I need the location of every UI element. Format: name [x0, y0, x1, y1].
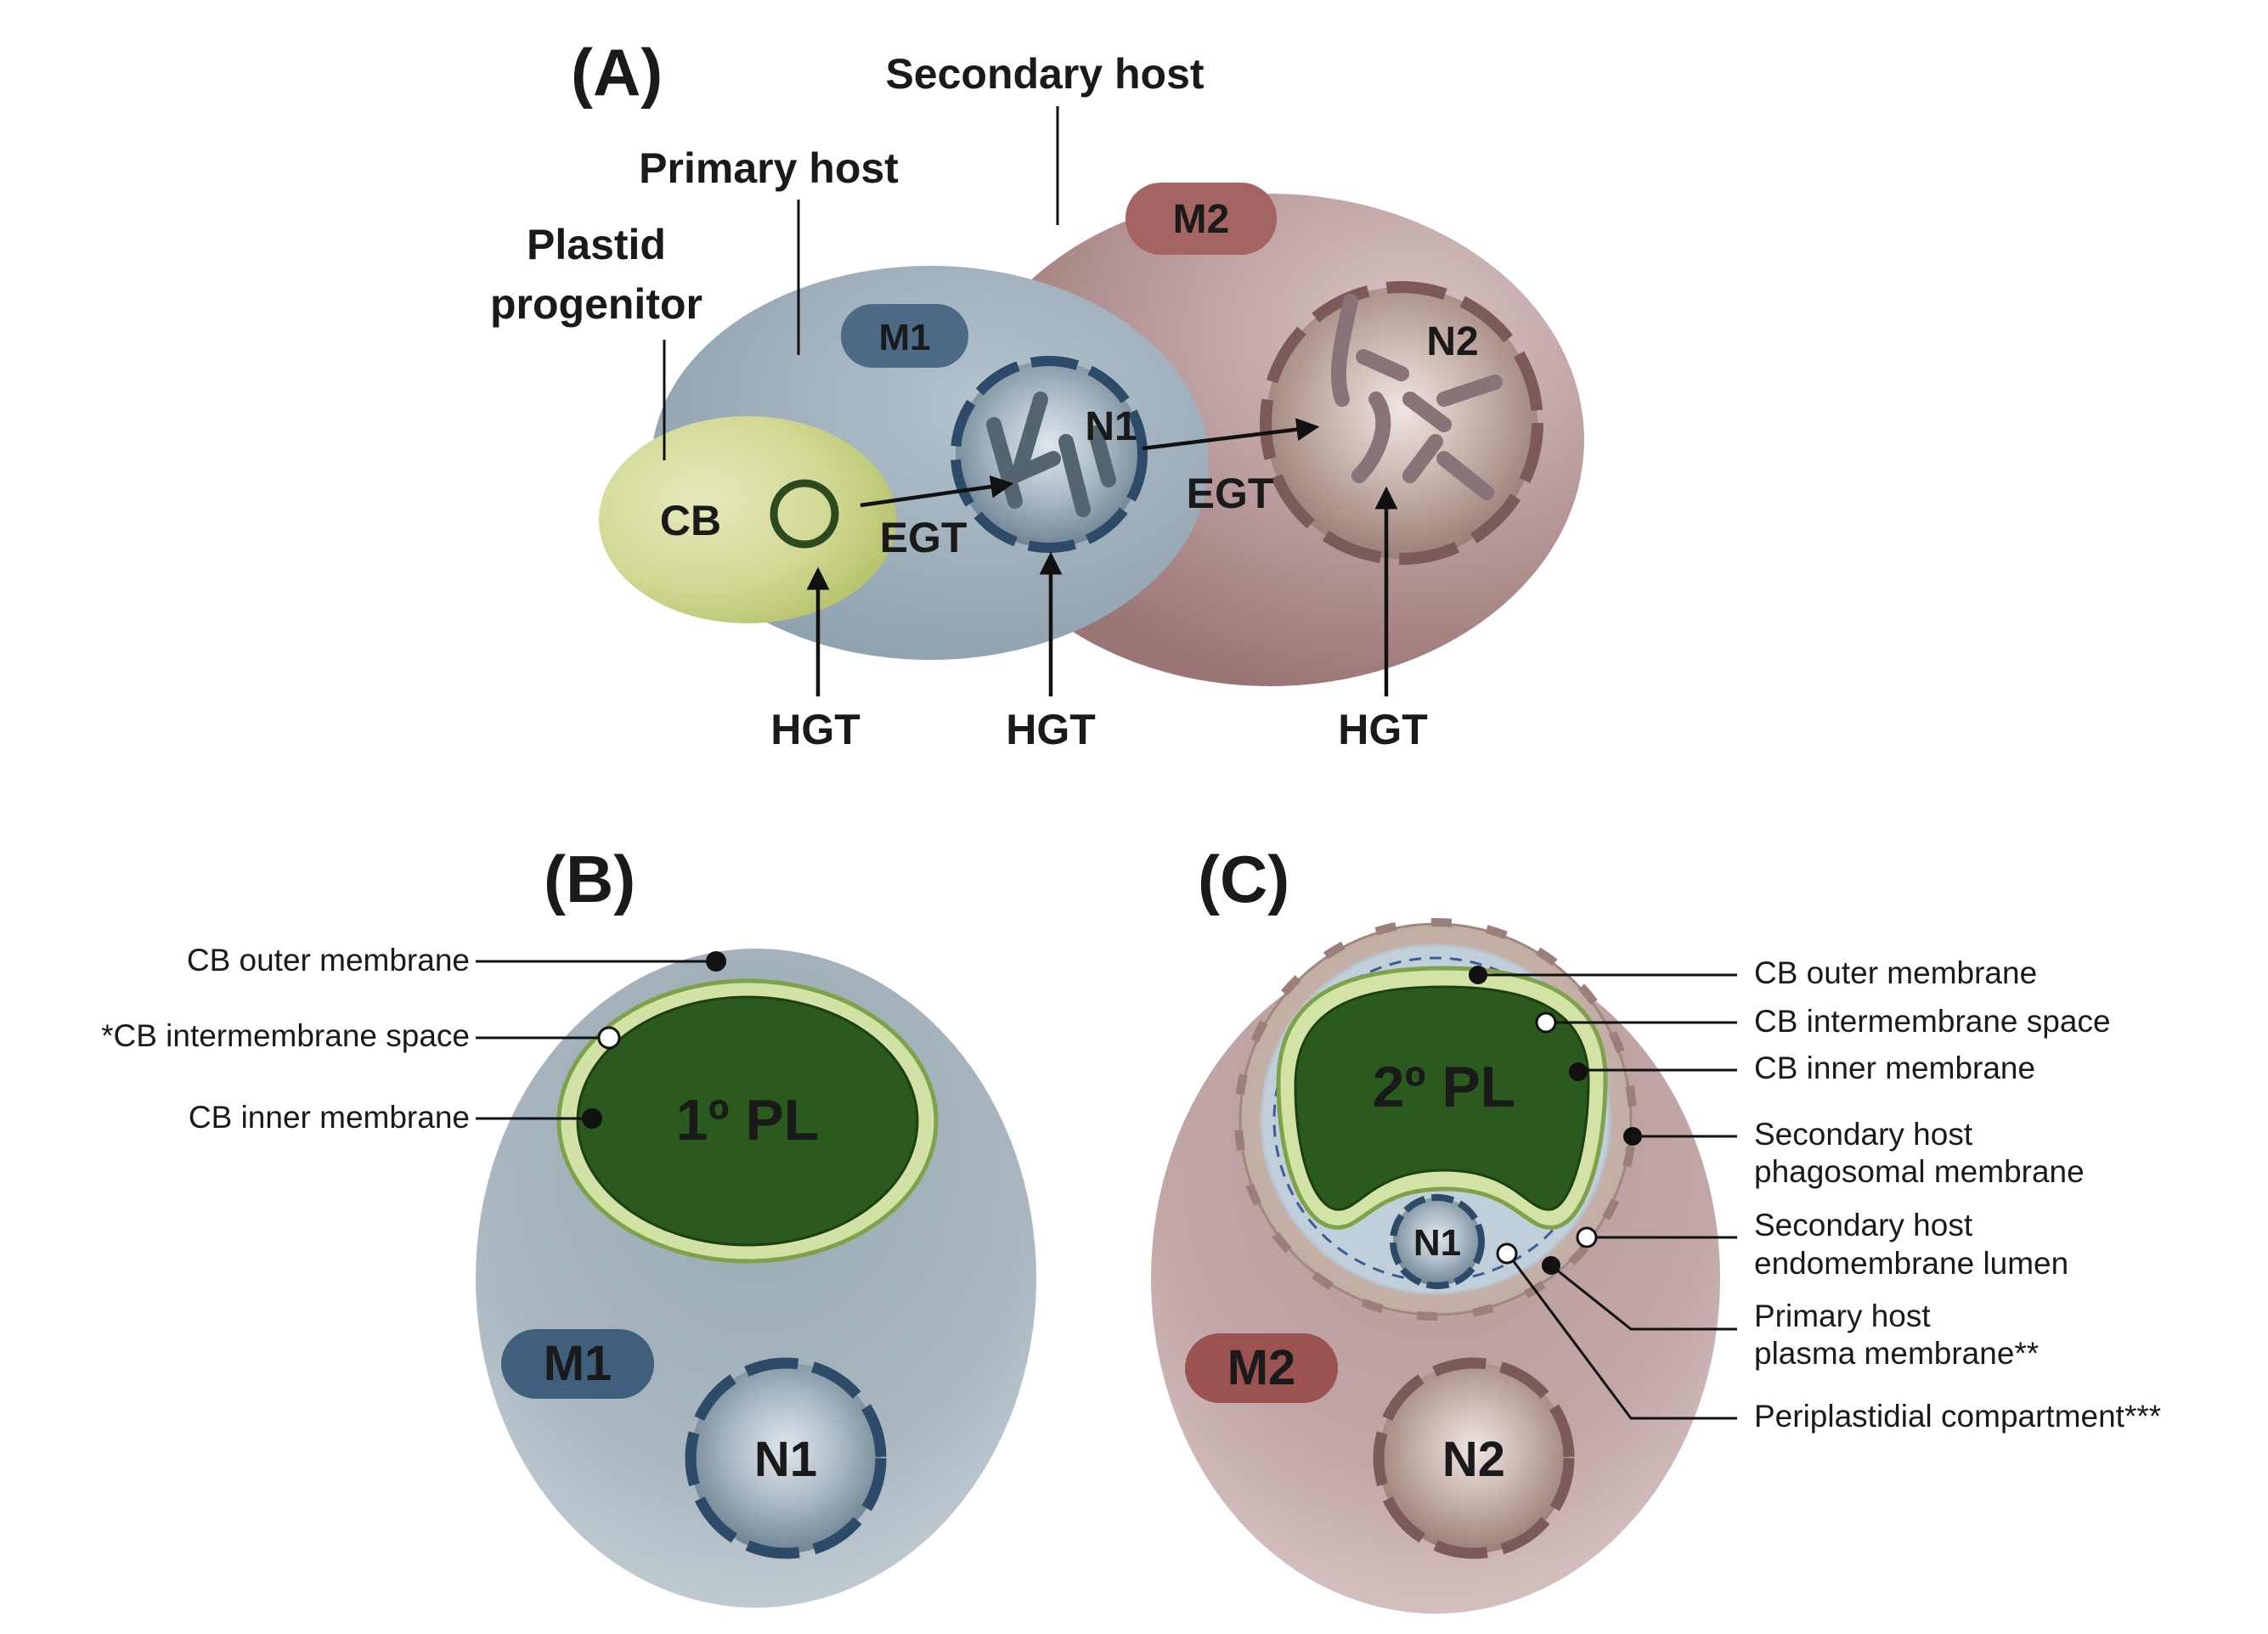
- n1-nucleus-b: [685, 1357, 887, 1559]
- callout-c-plasma-text-2: plasma membrane**: [1754, 1336, 2039, 1371]
- panel-b-label: (B): [544, 842, 635, 916]
- hgt-label-1: HGT: [770, 706, 860, 753]
- n2-chromosomes: [1330, 294, 1503, 500]
- n2-label-c: N2: [1442, 1432, 1505, 1487]
- panel-a: (A) M2 M1 N1: [490, 35, 1584, 753]
- callout-c-phagosomal-text-2: phagosomal membrane: [1754, 1154, 2085, 1189]
- m2-badge-a: [1126, 183, 1277, 255]
- m2-label-a: M2: [1173, 197, 1230, 242]
- m2-badge-c: [1185, 1333, 1338, 1403]
- egt-label-2: EGT: [1187, 470, 1274, 517]
- egt-arrow-cb-to-n1: [860, 475, 1014, 508]
- n1-label-b: N1: [754, 1432, 817, 1487]
- n2-nucleus-a: [1260, 281, 1543, 565]
- callout-c-endomembrane-dot: [1576, 1226, 1598, 1248]
- m1-badge-b: [501, 1329, 654, 1399]
- n1-nucleomorph-c: [1390, 1194, 1485, 1289]
- callout-c-periplastidial-text: Periplastidial compartment***: [1754, 1399, 2161, 1434]
- panel-c: (C) 2º PL N1 M2 N2 CB outer membrane CB …: [1151, 842, 2161, 1614]
- primary-plastid: [576, 995, 919, 1247]
- egt-arrow-n1-to-n2: [1142, 418, 1320, 451]
- m1-badge-a: [841, 304, 968, 368]
- panel-a-label: (A): [571, 35, 663, 110]
- phagosome-bumps: [1234, 918, 1637, 1321]
- n1-label-a: N1: [1085, 404, 1137, 449]
- n1-chromosomes: [986, 392, 1116, 517]
- callout-c-outer-text: CB outer membrane: [1754, 955, 2037, 990]
- panel-b: (B) 1º PL M1 N1 CB outer membrane *CB in…: [101, 842, 1036, 1608]
- callout-c-phagosomal-dot: [1623, 1127, 1642, 1146]
- m2-label-c: M2: [1227, 1340, 1296, 1395]
- n1-label-c: N1: [1413, 1222, 1461, 1264]
- callout-c-endomembrane-text-2: endomembrane lumen: [1754, 1246, 2068, 1281]
- cb-genome-ring: [770, 479, 839, 549]
- primary-host-label: Primary host: [639, 144, 899, 192]
- callout-c-endomembrane-text-1: Secondary host: [1754, 1208, 1973, 1242]
- secondary-plastid: [1294, 985, 1590, 1211]
- hgt-label-3: HGT: [1338, 706, 1428, 753]
- primary-plastid-label: 1º PL: [676, 1088, 819, 1152]
- callout-b-inner-text: CB inner membrane: [189, 1100, 470, 1135]
- callout-b-outer-text: CB outer membrane: [187, 943, 470, 978]
- plastid-progenitor-label-line2: progenitor: [490, 280, 702, 328]
- callout-c-periplastidial-dot: [1496, 1242, 1518, 1265]
- panel-c-label: (C): [1198, 842, 1289, 916]
- callout-c-intermembrane-dot: [1535, 1011, 1557, 1034]
- plastid-progenitor-cell: [599, 416, 896, 623]
- callout-b-inner-dot: [582, 1108, 602, 1129]
- callout-c-plasma-text-1: Primary host: [1754, 1299, 1931, 1333]
- plastid-progenitor-label-line1: Plastid: [527, 221, 666, 268]
- egt-label-1: EGT: [880, 514, 968, 561]
- n2-label-a: N2: [1426, 319, 1478, 364]
- secondary-host-label: Secondary host: [885, 50, 1204, 98]
- callout-c-plasma-line: [1550, 1264, 1737, 1331]
- callout-c-phagosomal-text-1: Secondary host: [1754, 1117, 1973, 1152]
- callout-c-periplastidial-line: [1509, 1256, 1737, 1420]
- callout-b-intermembrane-text: *CB intermembrane space: [101, 1018, 470, 1053]
- callout-b-intermembrane-dot: [597, 1026, 621, 1050]
- cb-label-a: CB: [660, 497, 721, 544]
- m1-label-b: M1: [544, 1336, 612, 1391]
- hgt-label-2: HGT: [1006, 706, 1096, 753]
- callout-c-intermembrane-text: CB intermembrane space: [1754, 1004, 2111, 1039]
- callout-c-inner-dot: [1569, 1062, 1588, 1081]
- callout-c-inner-text: CB inner membrane: [1754, 1051, 2035, 1085]
- callout-c-outer-dot: [1469, 966, 1487, 984]
- callout-b-outer-dot: [706, 951, 726, 972]
- n2-nucleus-c: [1373, 1357, 1575, 1559]
- callout-c-plasma-dot: [1542, 1256, 1560, 1275]
- m1-label-a: M1: [878, 317, 930, 358]
- secondary-plastid-label: 2º PL: [1373, 1055, 1515, 1119]
